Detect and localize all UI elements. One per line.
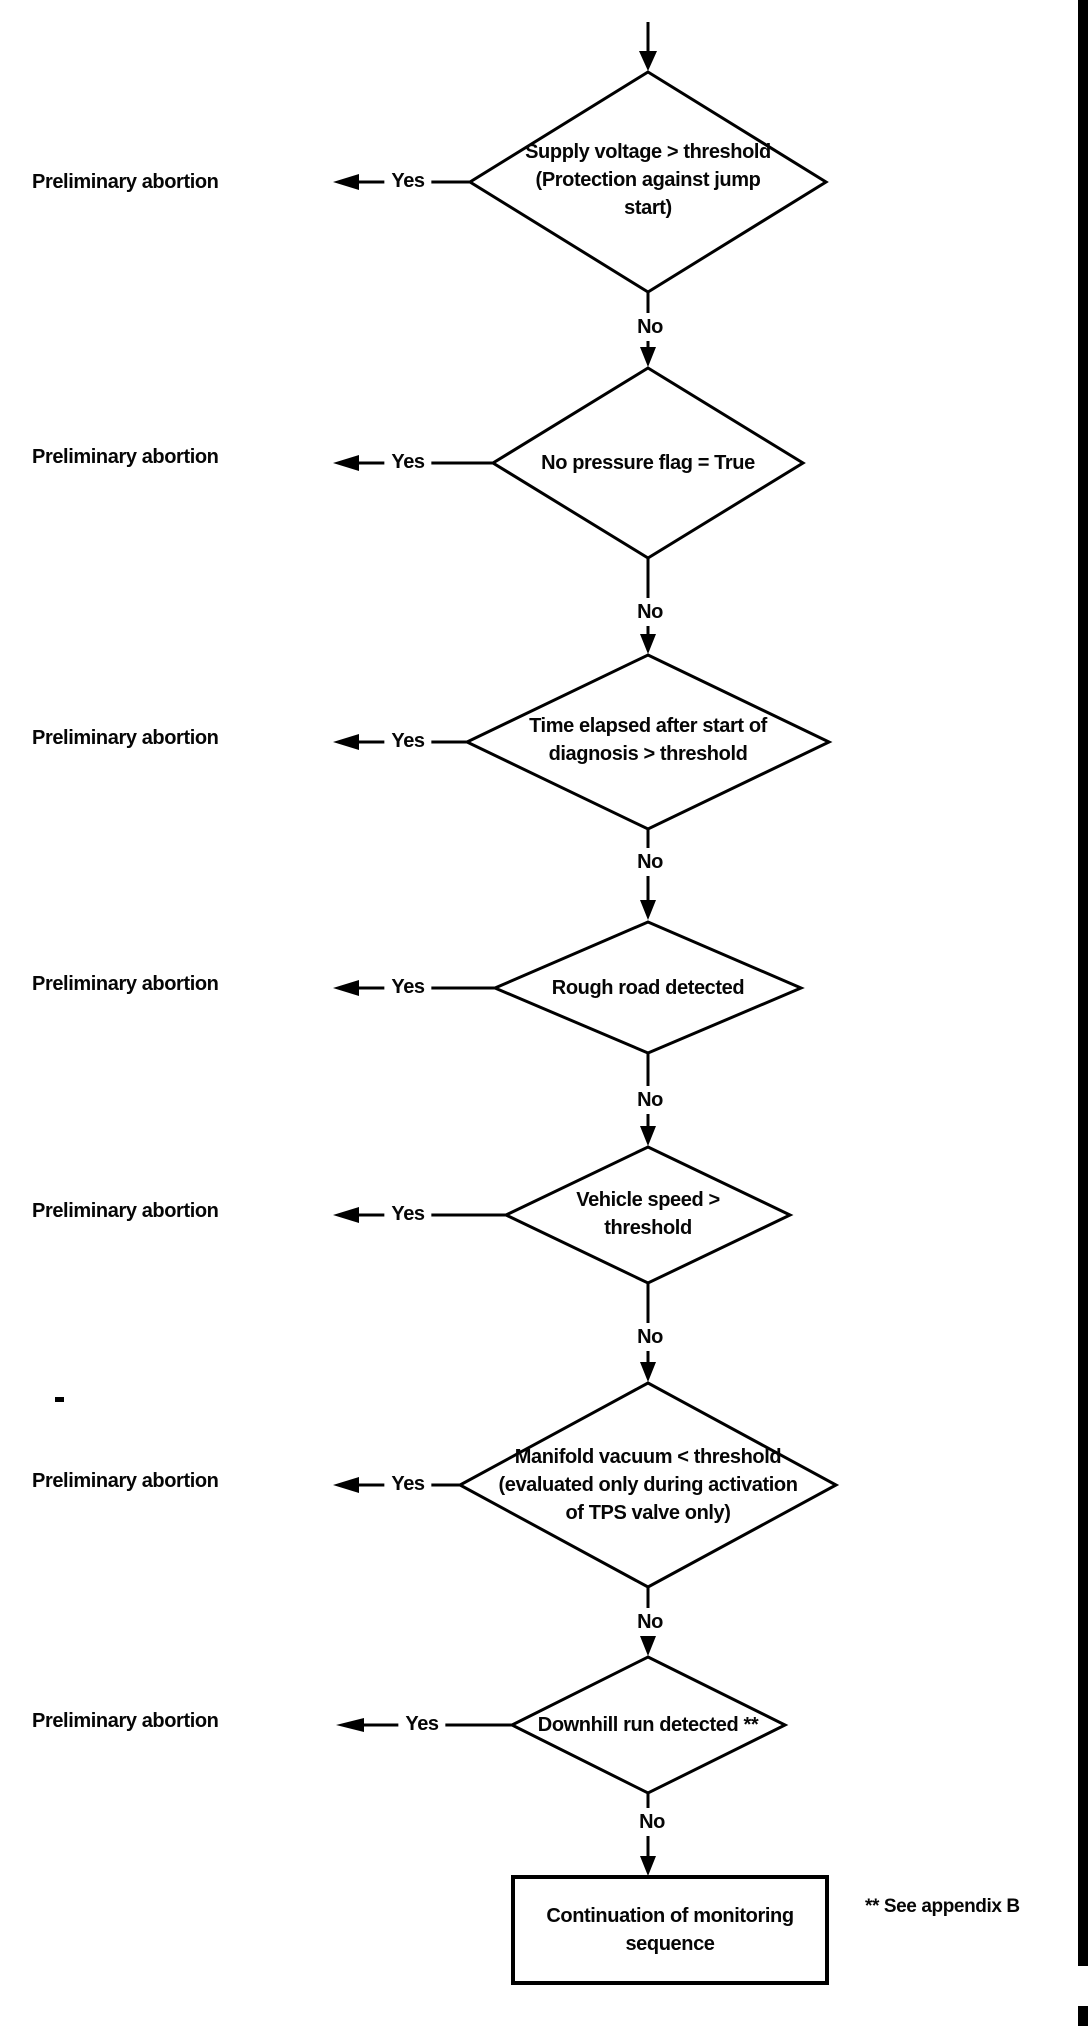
yes-label-3: Yes xyxy=(384,727,432,755)
decision-3-text: Time elapsed after start of diagnosis > … xyxy=(529,715,767,765)
terminal-box xyxy=(511,1875,829,1985)
no-label-1: No xyxy=(630,313,670,341)
footnote-see-appendix: ** See appendix B xyxy=(865,1896,1020,1917)
yes-label-5: Yes xyxy=(384,1200,432,1228)
stray-mark xyxy=(55,1397,64,1402)
decision-2-diamond xyxy=(333,366,806,654)
decision-4-diamond xyxy=(333,920,805,1146)
yes-label-4: Yes xyxy=(384,973,432,1001)
abort-label-4: Preliminary abortion xyxy=(32,973,219,995)
decision-4-text: Rough road detected xyxy=(551,977,745,999)
abort-label-5: Preliminary abortion xyxy=(32,1200,219,1222)
no-label-7: No xyxy=(632,1808,672,1836)
decision-5-diamond xyxy=(333,1145,794,1382)
yes-label-6: Yes xyxy=(384,1470,432,1498)
entry-arrow xyxy=(639,22,657,71)
no-label-3: No xyxy=(630,848,670,876)
decision-3-diamond xyxy=(333,653,833,920)
abort-label-7: Preliminary abortion xyxy=(32,1710,219,1732)
no-label-6: No xyxy=(630,1608,670,1636)
scan-edge-bar-bottom xyxy=(1078,2006,1088,2026)
yes-label-7: Yes xyxy=(398,1710,446,1738)
yes-label-1: Yes xyxy=(384,167,432,195)
scan-edge-bar xyxy=(1078,0,1088,1966)
decision-6-text: Manifold vacuum < threshold (evaluated o… xyxy=(498,1446,798,1524)
decision-7-diamond xyxy=(336,1655,789,1876)
yes-label-2: Yes xyxy=(384,448,432,476)
terminal-box-text: Continuation of monitoring sequence xyxy=(546,1905,794,1955)
abort-label-1: Preliminary abortion xyxy=(32,171,219,193)
abort-label-3: Preliminary abortion xyxy=(32,727,219,749)
decision-1-text: Supply voltage > threshold (Protection a… xyxy=(525,141,771,219)
abort-label-6: Preliminary abortion xyxy=(32,1470,219,1492)
no-label-5: No xyxy=(630,1323,670,1351)
no-label-4: No xyxy=(630,1086,670,1114)
decision-7-text: Downhill run detected ** xyxy=(537,1714,759,1736)
abort-label-2: Preliminary abortion xyxy=(32,446,219,468)
decision-5-text: Vehicle speed > threshold xyxy=(576,1189,720,1239)
no-label-2: No xyxy=(630,598,670,626)
decision-2-text: No pressure flag = True xyxy=(541,452,755,474)
